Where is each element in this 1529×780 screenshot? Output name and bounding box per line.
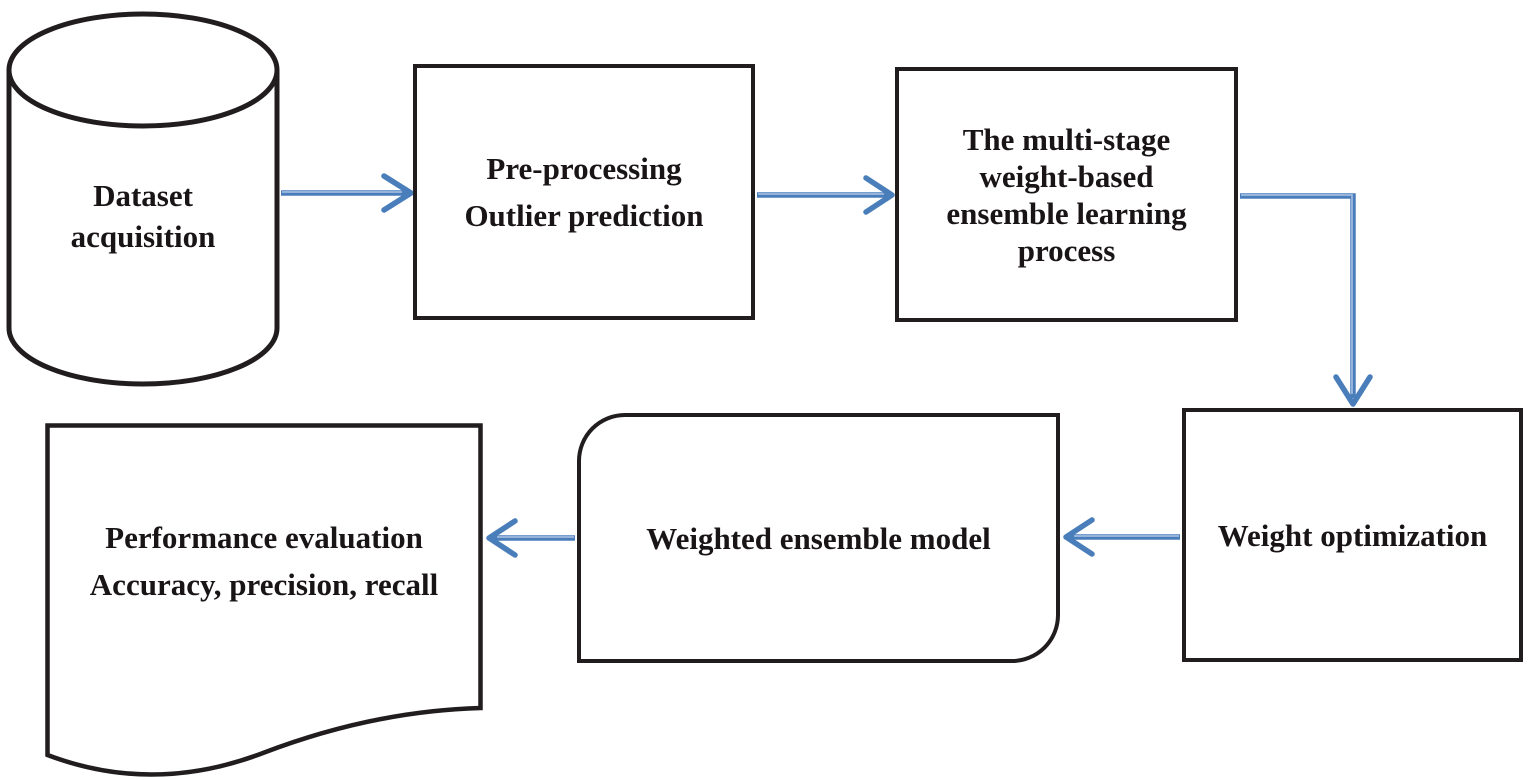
label-line: Performance evaluation xyxy=(105,520,423,555)
node-label-weight-optimization: Weight optimization xyxy=(1218,512,1488,559)
label-line: weight-based xyxy=(979,158,1154,194)
label-line: Outlier prediction xyxy=(464,198,704,233)
arrow-preprocessing-to-ensemble xyxy=(757,175,895,215)
node-weighted-ensemble-model: Weighted ensemble model xyxy=(577,413,1060,663)
arrow-dataset-to-preprocessing xyxy=(281,173,414,213)
document-icon xyxy=(45,423,483,777)
node-label-performance-evaluation: Performance evaluation Accuracy, precisi… xyxy=(45,514,483,608)
arrow-ensemble-to-weight-optimization xyxy=(1240,193,1373,407)
node-pre-processing: Pre-processing Outlier prediction xyxy=(413,64,755,320)
node-label-ensemble-learning-process: The multi-stage weight-based ensemble le… xyxy=(946,121,1186,269)
label-line: The multi-stage xyxy=(962,121,1171,157)
cylinder-icon xyxy=(6,11,280,387)
label-line: Weight optimization xyxy=(1217,517,1488,553)
node-label-weighted-ensemble-model: Weighted ensemble model xyxy=(646,515,990,562)
label-line: process xyxy=(1017,232,1116,268)
node-label-pre-processing: Pre-processing Outlier prediction xyxy=(464,145,703,239)
node-weight-optimization: Weight optimization xyxy=(1182,408,1523,662)
label-line: Pre-processing xyxy=(486,151,682,186)
label-line: ensemble learning xyxy=(946,195,1187,231)
label-line: Dataset xyxy=(93,178,193,213)
node-performance-evaluation: Performance evaluation Accuracy, precisi… xyxy=(45,423,483,780)
arrow-model-to-performance xyxy=(486,518,575,558)
label-line: Weighted ensemble model xyxy=(646,520,991,556)
node-ensemble-learning-process: The multi-stage weight-based ensemble le… xyxy=(895,67,1238,322)
label-line: Accuracy, precision, recall xyxy=(89,567,439,602)
label-line: acquisition xyxy=(70,219,216,254)
node-label-dataset-acquisition: Dataset acquisition xyxy=(5,175,281,257)
arrow-weight-optimization-to-model xyxy=(1063,517,1180,557)
node-dataset-acquisition: Dataset acquisition xyxy=(5,8,281,388)
